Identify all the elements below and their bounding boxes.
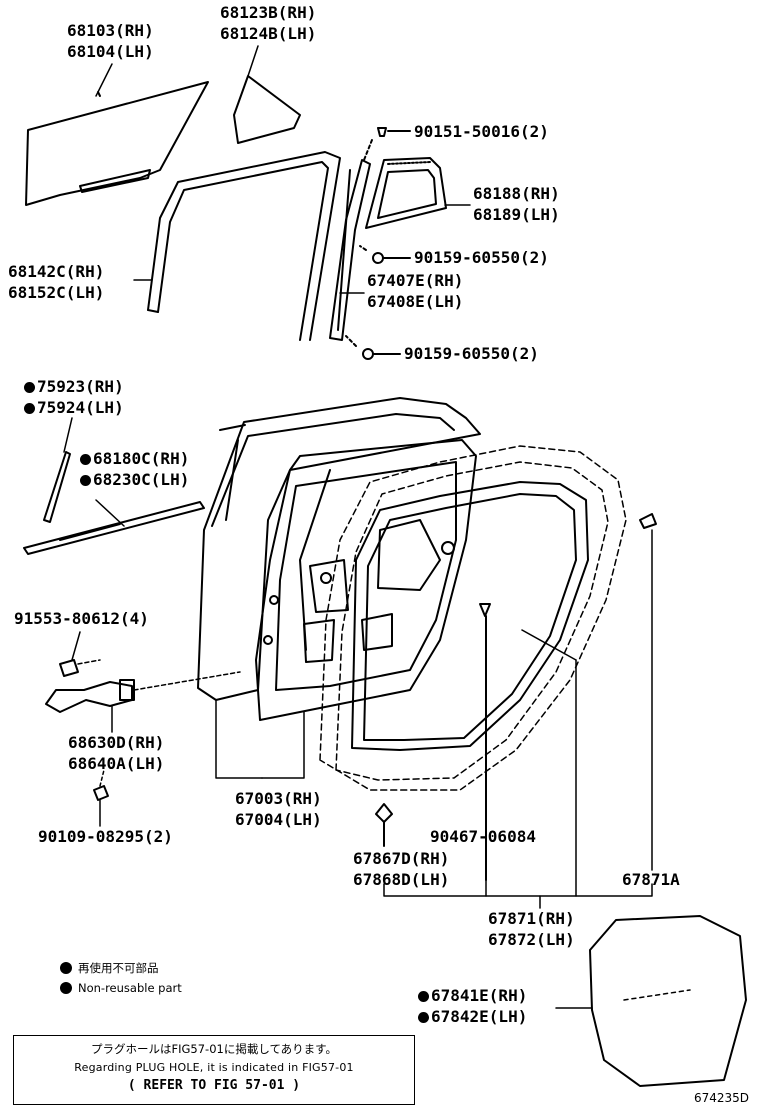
label-67003[interactable]: 67003(RH)67004(LH)	[235, 789, 322, 829]
legend-non-reusable-jp: 再使用不可部品	[60, 960, 159, 976]
screw-90159-lower[interactable]	[345, 335, 401, 360]
door-weatherstrip[interactable]	[351, 481, 589, 751]
label-90159-lower[interactable]: 90159-60550(2)	[404, 344, 539, 363]
glass-run-channel[interactable]	[147, 151, 341, 341]
bolt-90109[interactable]	[93, 769, 109, 827]
clip-67867d[interactable]	[375, 803, 393, 847]
label-90159-upper[interactable]: 90159-60550(2)	[414, 248, 549, 267]
non-reusable-dot	[60, 982, 72, 994]
door-glass[interactable]	[25, 81, 209, 206]
division-bar[interactable]	[329, 159, 371, 341]
door-hinge[interactable]	[45, 671, 241, 713]
screw-90151[interactable]	[363, 127, 411, 161]
label-67407e[interactable]: 67407E(RH)67408E(LH)	[367, 271, 464, 311]
note-reference-link[interactable]: ( REFER TO FIG 57-01 )	[127, 1078, 301, 1093]
figure-code: 674235D	[694, 1091, 750, 1105]
note-line-jp: プラグホールはFIG57-01に掲載してあります。	[91, 1042, 337, 1056]
label-68188[interactable]: 68188(RH)68189(LH)	[473, 184, 560, 224]
label-68180c[interactable]: 68180C(RH) 68230C(LH)	[80, 448, 189, 490]
note-line-en: Regarding PLUG HOLE, it is indicated in …	[74, 1061, 354, 1074]
label-68142c[interactable]: 68142C(RH)68152C(LH)	[8, 262, 105, 302]
label-90109[interactable]: 90109-08295(2)	[38, 827, 173, 846]
non-reusable-dot	[80, 454, 91, 465]
clip-67871a[interactable]	[639, 513, 657, 529]
non-reusable-dot	[418, 1012, 429, 1023]
clip-90467[interactable]	[479, 603, 491, 881]
quarter-window-frame[interactable]	[365, 157, 447, 229]
label-75923[interactable]: 75923(RH) 75924(LH)	[24, 376, 124, 418]
service-hole-cover[interactable]	[589, 915, 747, 1087]
legend-non-reusable-en: Non-reusable part	[60, 981, 182, 995]
non-reusable-dot	[80, 475, 91, 486]
non-reusable-dot	[24, 403, 35, 414]
sash-garnish[interactable]	[43, 451, 71, 523]
label-67867d[interactable]: 67867D(RH)67868D(LH)	[353, 849, 450, 889]
door-panel[interactable]	[197, 397, 481, 721]
plug-hole-note: プラグホールはFIG57-01に掲載してあります。 Regarding PLUG…	[13, 1035, 415, 1105]
label-68103[interactable]: 68103(RH)68104(LH)	[67, 21, 154, 61]
label-67871a[interactable]: 67871A	[622, 870, 680, 889]
label-68630d[interactable]: 68630D(RH)68640A(LH)	[68, 733, 165, 773]
weatherstrip-outline[interactable]	[319, 445, 627, 791]
label-67871[interactable]: 67871(RH)67872(LH)	[488, 909, 575, 949]
non-reusable-dot	[418, 991, 429, 1002]
belt-moulding[interactable]	[23, 501, 205, 555]
label-90467[interactable]: 90467-06084	[430, 827, 536, 846]
screw-90159-upper[interactable]	[359, 245, 411, 264]
label-67841e[interactable]: 67841E(RH) 67842E(LH)	[418, 985, 527, 1027]
non-reusable-dot	[60, 962, 72, 974]
label-91553[interactable]: 91553-80612(4)	[14, 609, 149, 628]
quarter-glass[interactable]	[233, 75, 301, 144]
bolt-91553[interactable]	[59, 659, 101, 677]
non-reusable-dot	[24, 382, 35, 393]
label-90151[interactable]: 90151-50016(2)	[414, 122, 549, 141]
label-68123b[interactable]: 68123B(RH)68124B(LH)	[220, 3, 317, 43]
